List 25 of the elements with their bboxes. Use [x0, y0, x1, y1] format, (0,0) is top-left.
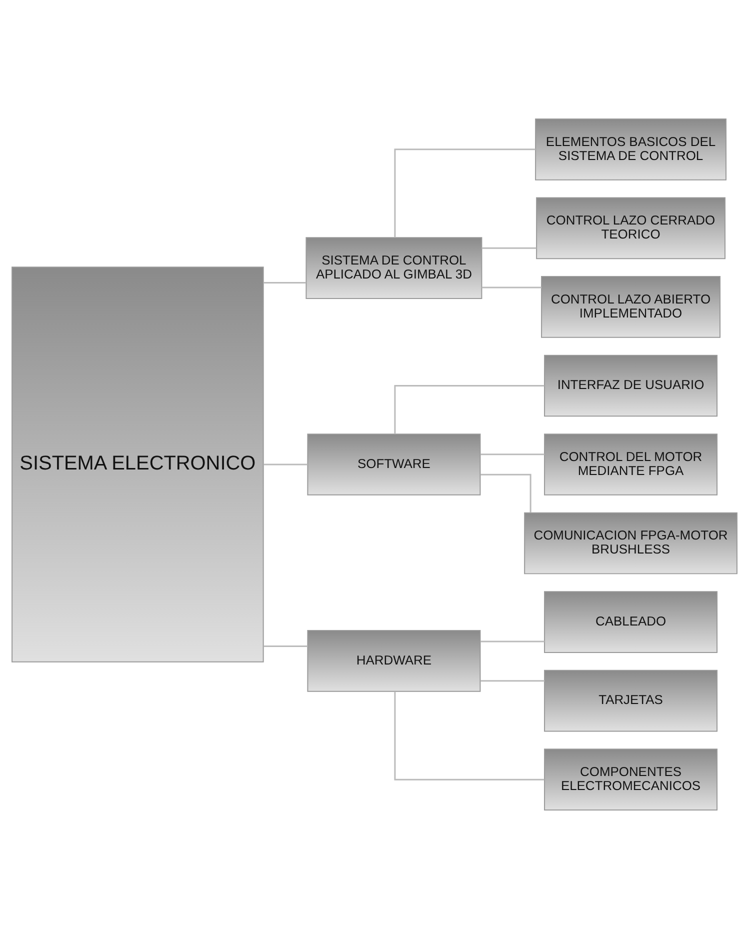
- node-box: COMPONENTES ELECTROMECANICOS: [544, 748, 718, 810]
- node-box: TARJETAS: [544, 670, 718, 732]
- connector: [264, 464, 308, 466]
- node-box: COMUNICACION FPGA-MOTOR BRUSHLESS: [524, 512, 738, 574]
- connector: [482, 286, 542, 288]
- node-box: SISTEMA ELECTRONICO: [12, 266, 264, 662]
- connector: [480, 474, 532, 513]
- connector: [264, 645, 308, 647]
- node-box: CONTROL LAZO CERRADO TEORICO: [536, 197, 726, 260]
- node-box: SISTEMA DE CONTROL APLICADO AL GIMBAL 3D: [306, 237, 482, 299]
- node-box: CONTROL LAZO ABIERTO IMPLEMENTADO: [541, 276, 720, 338]
- connector: [480, 680, 544, 682]
- connector: [264, 282, 306, 284]
- connector: [394, 384, 544, 434]
- node-box: CABLEADO: [544, 591, 718, 653]
- connector: [480, 640, 544, 642]
- connector: [394, 148, 536, 238]
- node-box: INTERFAZ DE USUARIO: [544, 354, 718, 417]
- node-box: CONTROL DEL MOTOR MEDIANTE FPGA: [544, 434, 718, 496]
- connector: [394, 692, 544, 780]
- node-box: SOFTWARE: [307, 434, 481, 496]
- node-box: HARDWARE: [307, 630, 481, 692]
- connector: [480, 454, 544, 456]
- connector: [482, 247, 536, 249]
- node-box: ELEMENTOS BASICOS DEL SISTEMA DE CONTROL: [535, 118, 726, 180]
